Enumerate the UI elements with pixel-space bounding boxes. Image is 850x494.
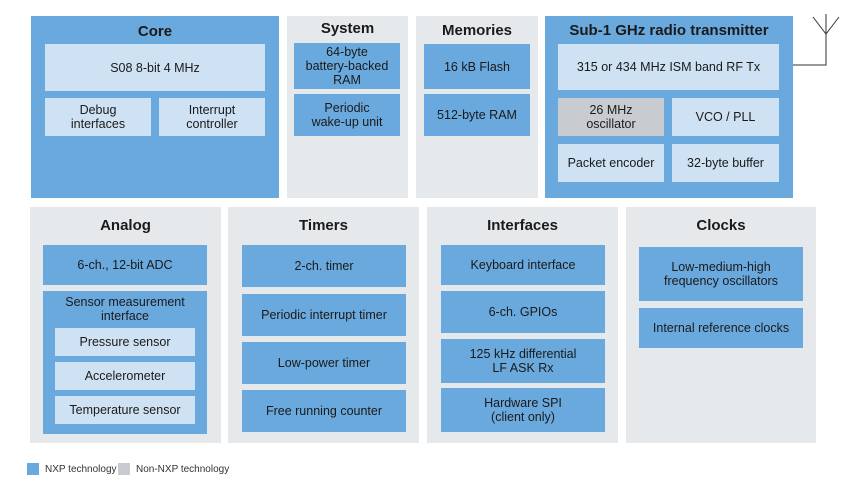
wakeup-unit-box: Periodic wake-up unit (294, 94, 400, 136)
legend-nxp-label: NXP technology (45, 463, 117, 475)
legend-nxp: NXP technology (27, 463, 117, 475)
debug-interfaces-box: Debug interfaces (45, 98, 151, 136)
oscillator-box: 26 MHz oscillator (558, 98, 664, 136)
system-panel: System 64-byte battery-backed RAM Period… (287, 16, 408, 198)
hardware-spi-box: Hardware SPI (client only) (441, 388, 605, 432)
gpios-box: 6-ch. GPIOs (441, 291, 605, 333)
timer-2ch-box: 2-ch. timer (242, 245, 406, 287)
rf-band-box: 315 or 434 MHz ISM band RF Tx (558, 44, 779, 90)
legend-non-nxp-label: Non-NXP technology (136, 463, 230, 475)
packet-encoder-box: Packet encoder (558, 144, 664, 182)
core-title: Core (137, 23, 173, 40)
legend-non-nxp: Non-NXP technology (118, 463, 229, 475)
interfaces-title: Interfaces (487, 217, 558, 234)
interfaces-panel: Interfaces Keyboard interface 6-ch. GPIO… (427, 207, 618, 443)
pressure-sensor-box: Pressure sensor (55, 328, 195, 356)
radio-panel: Sub-1 GHz radio transmitter 315 or 434 M… (545, 16, 793, 198)
vco-pll-box: VCO / PLL (672, 98, 779, 136)
system-title: System (320, 20, 375, 37)
clocks-title: Clocks (696, 217, 746, 234)
legend-nxp-swatch (27, 463, 39, 475)
sensor-interface-header: Sensor measurement interface (65, 295, 185, 323)
periodic-interrupt-timer-box: Periodic interrupt timer (242, 294, 406, 336)
clocks-panel: Clocks Low-medium-high frequency oscilla… (626, 207, 816, 443)
lf-ask-rx-box: 125 kHz differential LF ASK Rx (441, 339, 605, 383)
memories-title: Memories (441, 22, 513, 39)
free-running-counter-box: Free running counter (242, 390, 406, 432)
analog-panel: Analog 6-ch., 12-bit ADC Sensor measurem… (30, 207, 221, 443)
analog-title: Analog (100, 217, 151, 234)
low-power-timer-box: Low-power timer (242, 342, 406, 384)
legend-non-nxp-swatch (118, 463, 130, 475)
internal-reference-clocks-box: Internal reference clocks (639, 308, 803, 348)
flash-box: 16 kB Flash (424, 44, 530, 89)
oscillators-box: Low-medium-high frequency oscillators (639, 247, 803, 301)
accelerometer-box: Accelerometer (55, 362, 195, 390)
battery-ram-box: 64-byte battery-backed RAM (294, 43, 400, 89)
memories-panel: Memories 16 kB Flash 512-byte RAM (416, 16, 538, 198)
sensor-interface-group: Sensor measurement interface Pressure se… (43, 291, 207, 434)
core-panel: Core S08 8-bit 4 MHz Debug interfaces In… (31, 16, 279, 198)
radio-title: Sub-1 GHz radio transmitter (569, 22, 769, 39)
ram-box: 512-byte RAM (424, 94, 530, 136)
timers-title: Timers (299, 217, 348, 234)
interrupt-controller-box: Interrupt controller (159, 98, 265, 136)
keyboard-interface-box: Keyboard interface (441, 245, 605, 285)
buffer-box: 32-byte buffer (672, 144, 779, 182)
temperature-sensor-box: Temperature sensor (55, 396, 195, 424)
timers-panel: Timers 2-ch. timer Periodic interrupt ti… (228, 207, 419, 443)
adc-box: 6-ch., 12-bit ADC (43, 245, 207, 285)
core-cpu-box: S08 8-bit 4 MHz (45, 44, 265, 91)
